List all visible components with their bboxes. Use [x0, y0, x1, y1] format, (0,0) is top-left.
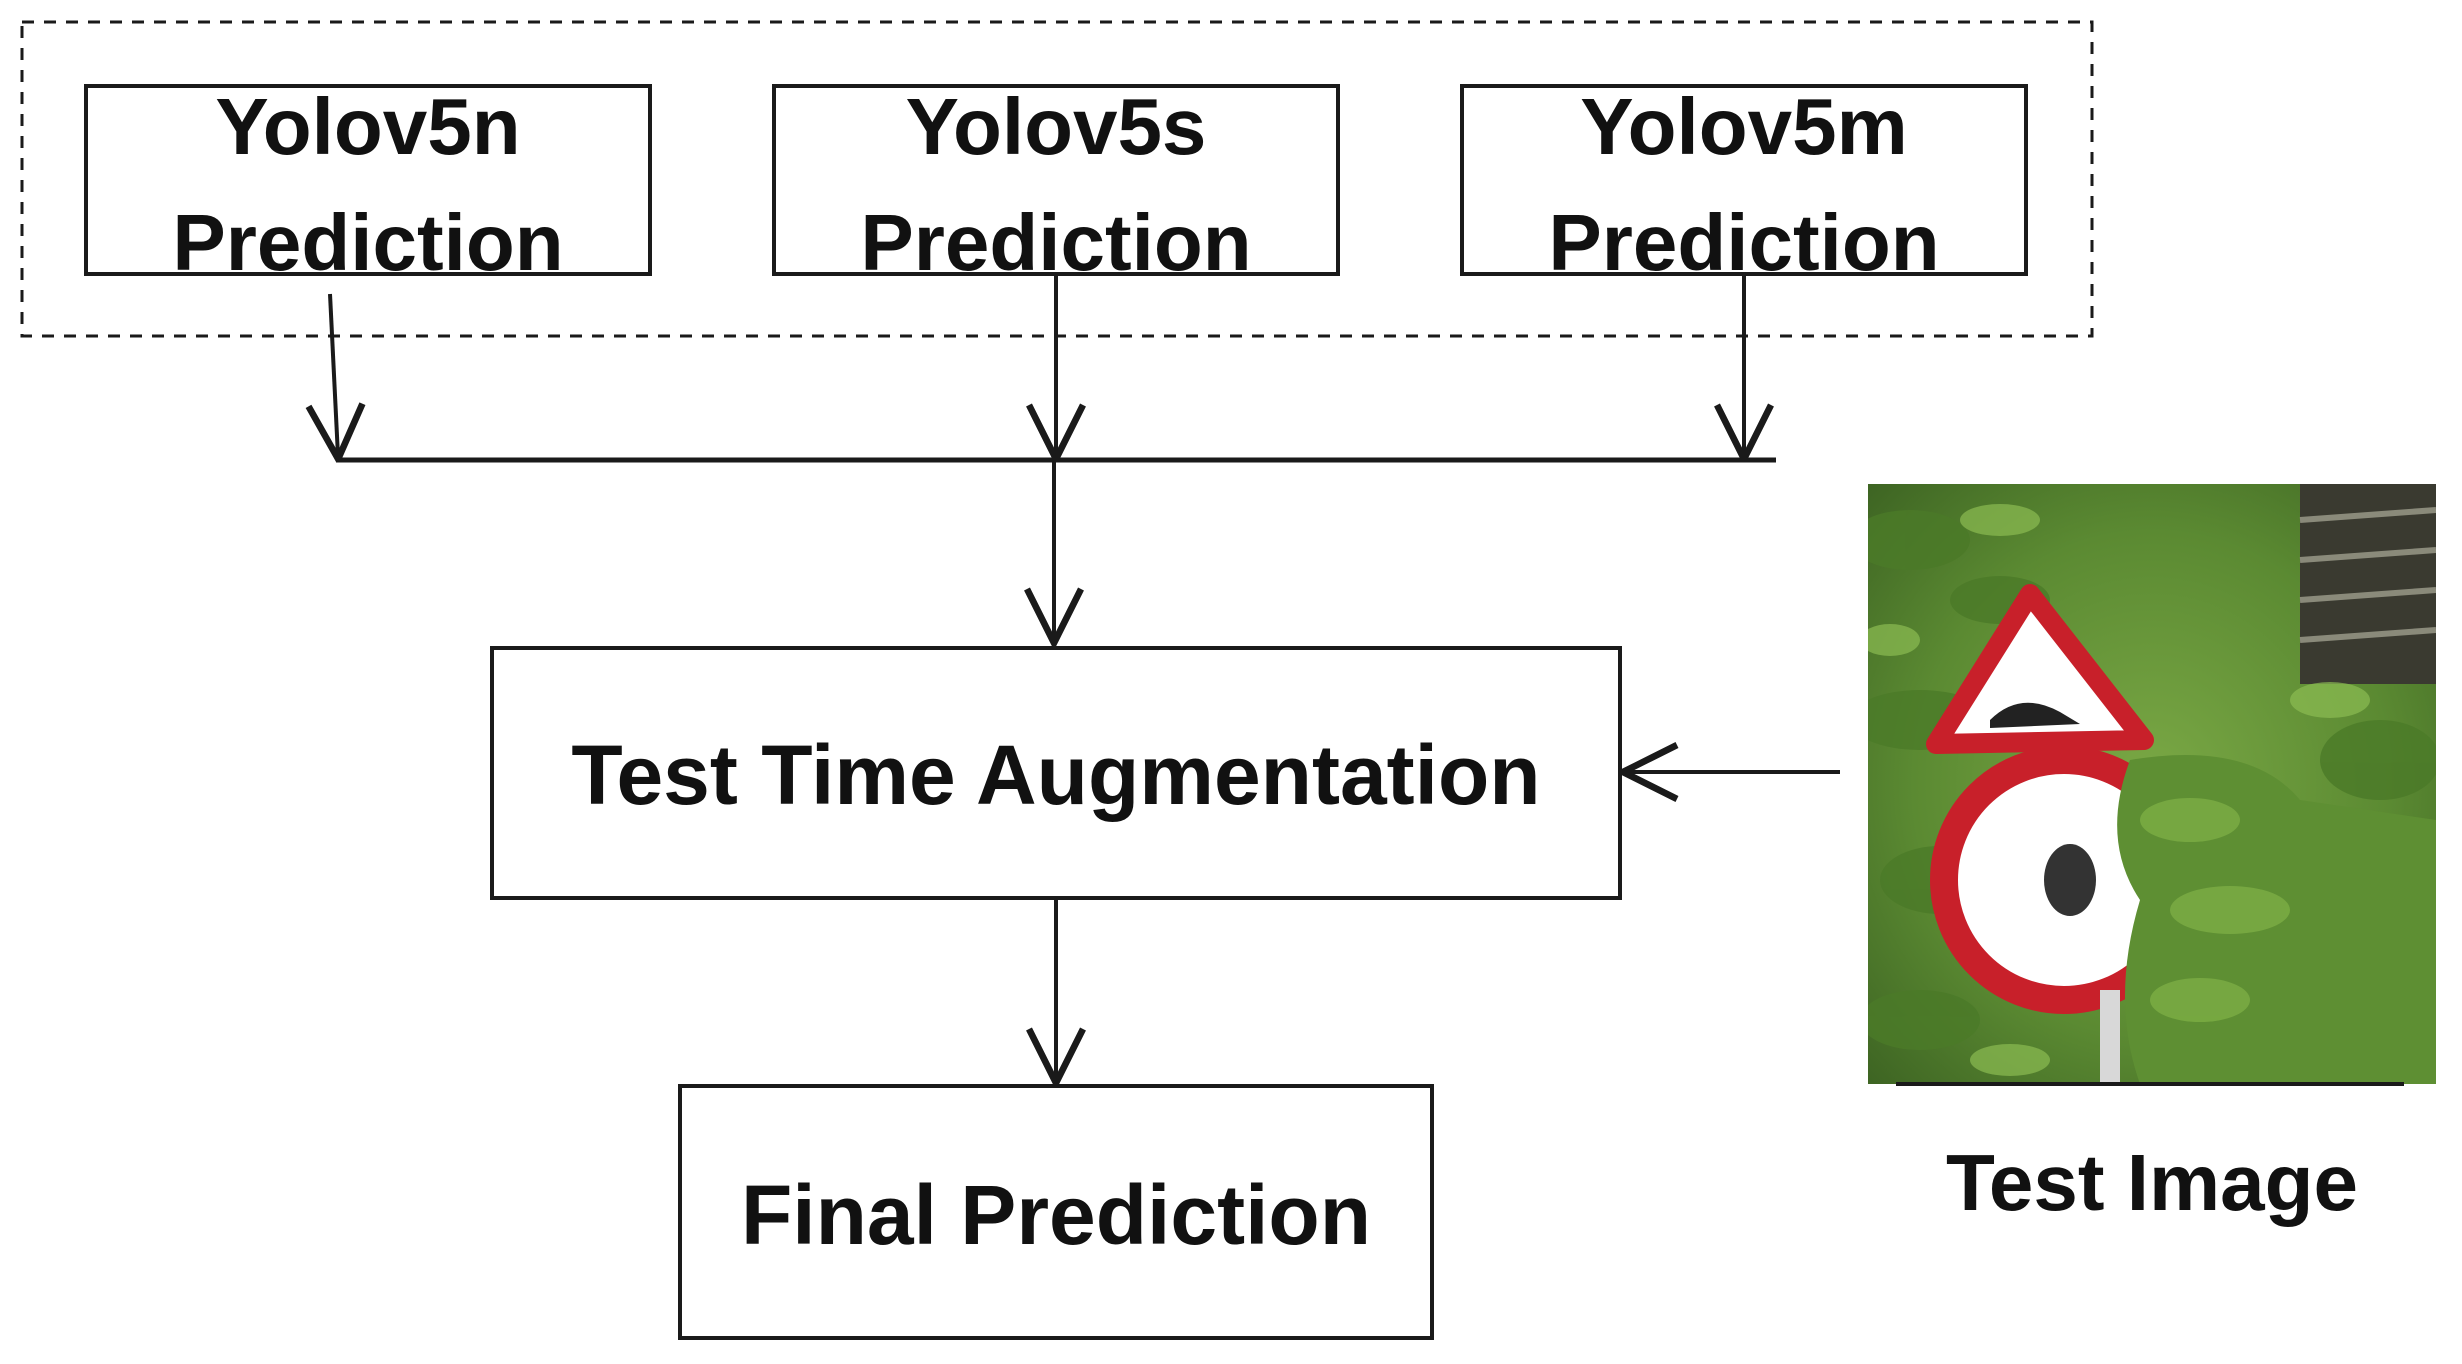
tta-box: Test Time Augmentation [490, 646, 1622, 900]
model-box-yolov5m: Yolov5m Prediction [1460, 82, 2028, 287]
model-name: Yolov5m [1580, 82, 1908, 171]
arrow-yolov5n [330, 293, 338, 456]
model-subtitle: Prediction [172, 198, 563, 287]
test-image-caption: Test Image [1946, 1138, 2358, 1227]
final-label: Final Prediction [741, 1168, 1371, 1262]
tta-label: Test Time Augmentation [571, 728, 1540, 822]
model-subtitle: Prediction [1548, 198, 1939, 287]
model-box-yolov5s: Yolov5s Prediction [772, 82, 1340, 287]
model-box-yolov5n: Yolov5n Prediction [84, 82, 652, 287]
model-name: Yolov5n [215, 82, 520, 171]
model-subtitle: Prediction [860, 198, 1251, 287]
final-box: Final Prediction [678, 1084, 1434, 1340]
model-output-arrows [330, 274, 1744, 456]
model-name: Yolov5s [906, 82, 1207, 171]
traffic-sign-photo-icon [1868, 484, 2436, 1084]
